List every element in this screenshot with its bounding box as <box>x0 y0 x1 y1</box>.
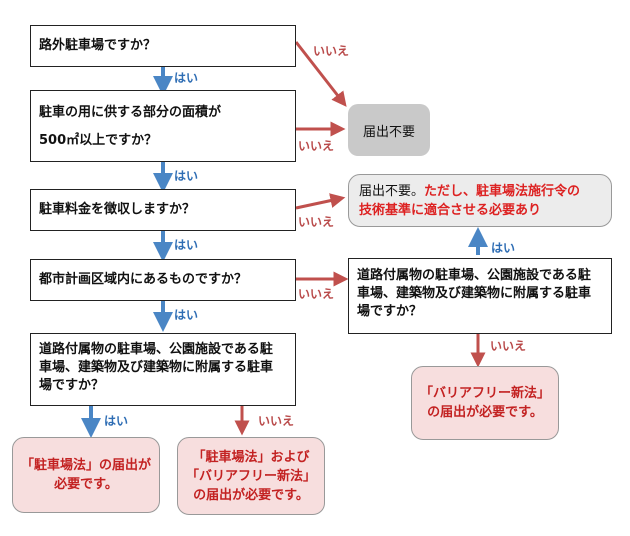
result-both-laws: 「駐車場法」および 「バリアフリー新法」 の届出が必要です。 <box>177 437 325 515</box>
question-1-text: 路外駐車場ですか？ <box>39 38 157 53</box>
question-6-line-3: 場ですか？ <box>357 304 423 319</box>
result-both-laws-line-1: 「駐車場法」および <box>192 449 310 465</box>
no-label-5: いいえ <box>258 414 295 428</box>
result-both-laws-line-2: 「バリアフリー新法」 <box>185 468 316 484</box>
question-5-line-3: 場ですか？ <box>39 378 105 393</box>
yes-label-2: はい <box>174 169 199 183</box>
question-box-5: 道路付属物の駐車場、公園施設である駐 車場、建築物及び建築物に附属する駐車 場で… <box>30 333 296 406</box>
question-4-text: 都市計画区域内にあるものですか？ <box>39 272 248 287</box>
no-label-4: いいえ <box>298 287 335 301</box>
result-barrier-free-line-1: 「バリアフリー新法」 <box>419 386 550 401</box>
question-box-2: 駐車の用に供する部分の面積が 500㎡以上ですか？ <box>30 90 296 162</box>
yes-label-3: はい <box>174 238 199 252</box>
yes-label-5: はい <box>104 414 129 428</box>
no-arrow-1 <box>294 41 347 107</box>
result-not-required-with-condition: 届出不要。ただし、駐車場法施行令の 技術基準に適合させる必要あり <box>348 174 612 227</box>
question-5-line-2: 車場、建築物及び建築物に附属する駐車 <box>39 360 274 375</box>
yes-label-1: はい <box>174 71 199 85</box>
yes-label-4: はい <box>174 308 199 322</box>
result-condition-red-line-1: ただし、駐車場法施行令の <box>424 184 581 199</box>
result-parking-law-line-2: 必要です。 <box>54 477 118 492</box>
result-condition-prefix: 届出不要。 <box>359 184 425 199</box>
question-3-text: 駐車料金を徴収しますか？ <box>39 202 196 217</box>
result-condition-red-line-2: 技術基準に適合させる必要あり <box>359 203 542 218</box>
question-6-line-2: 車場、建築物及び建築物に附属する駐車 <box>357 286 592 301</box>
question-2-line-2: 500㎡以上ですか？ <box>39 133 158 148</box>
no-label-6: いいえ <box>490 339 527 353</box>
question-box-3: 駐車料金を徴収しますか？ <box>30 189 296 231</box>
question-2-line-1: 駐車の用に供する部分の面積が <box>39 105 222 120</box>
result-not-required: 届出不要 <box>348 104 430 156</box>
no-label-2: いいえ <box>298 139 335 153</box>
no-arrow-3 <box>295 193 346 210</box>
question-box-4: 都市計画区域内にあるものですか？ <box>30 259 296 301</box>
result-parking-law-line-1: 「駐車場法」の届出が <box>20 458 151 473</box>
question-box-6: 道路付属物の駐車場、公園施設である駐 車場、建築物及び建築物に附属する駐車 場で… <box>348 258 612 334</box>
result-barrier-free-line-2: の届出が必要です。 <box>427 405 543 420</box>
result-parking-law: 「駐車場法」の届出が 必要です。 <box>12 437 160 513</box>
no-label-1: いいえ <box>313 44 350 58</box>
question-box-1: 路外駐車場ですか？ <box>30 25 296 67</box>
no-label-3: いいえ <box>298 215 335 229</box>
result-barrier-free: 「バリアフリー新法」 の届出が必要です。 <box>411 366 559 440</box>
yes-label-6: はい <box>491 241 516 255</box>
result-both-laws-line-3: の届出が必要です。 <box>193 487 309 503</box>
question-5-line-1: 道路付属物の駐車場、公園施設である駐 <box>39 342 273 357</box>
result-not-required-text: 届出不要 <box>362 124 415 140</box>
question-6-line-1: 道路付属物の駐車場、公園施設である駐 <box>357 268 591 283</box>
